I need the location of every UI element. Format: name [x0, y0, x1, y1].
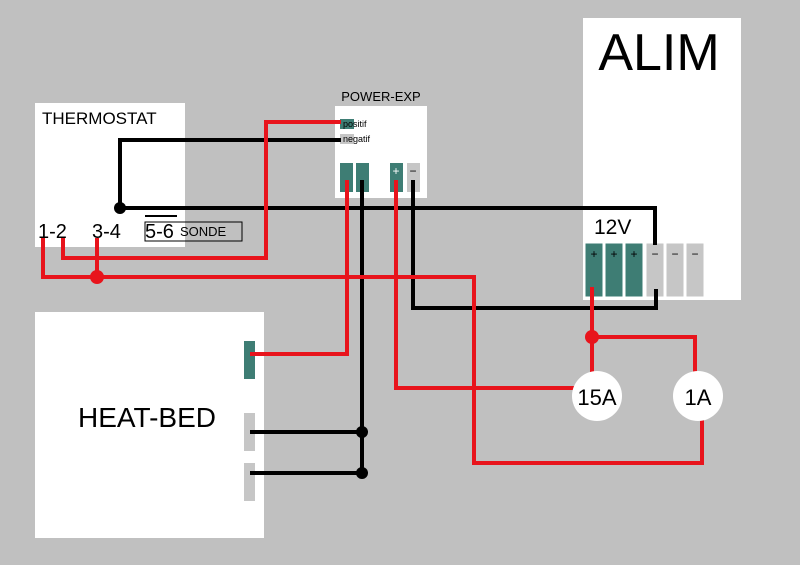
- black-wire-3-4-to-alim-minus: [120, 206, 657, 245]
- fuse-15a-label: 15A: [577, 385, 616, 410]
- red-wire-positif-to-1-2: [61, 120, 341, 260]
- alim-plus-sign-1: +: [590, 247, 597, 261]
- alim-minus-terminal-3: [685, 242, 705, 298]
- alim-plus-sign-2: +: [610, 247, 617, 261]
- alim-title: ALIM: [598, 24, 719, 82]
- power-exp-minus-sign: −: [409, 164, 416, 178]
- junction-alim-red: [585, 330, 599, 344]
- red-wire-powerexp-plus-to-15a: [394, 180, 575, 390]
- power-exp-minus-terminal: [407, 163, 420, 192]
- alim-minus-sign-1: −: [651, 247, 658, 261]
- thermostat-terminal-1-2: 1-2: [38, 221, 67, 243]
- power-exp-in-terminal-1: [340, 163, 353, 192]
- red-wire-1-2-to-1a-fuse: [41, 238, 704, 465]
- alim-plus-terminal-2: [604, 242, 624, 298]
- heat-bed-panel: [35, 312, 264, 538]
- red-wire-junction-to-1a: [592, 335, 697, 380]
- heat-bed-ground-terminal-1: [244, 413, 255, 451]
- thermostat-title: THERMOSTAT: [42, 109, 157, 128]
- thermostat-panel: [35, 103, 185, 247]
- red-wire-powerexp-to-heatbed: [250, 180, 349, 356]
- power-exp-positif-label: positif: [343, 119, 367, 129]
- alim-plus-terminal-3: [624, 242, 644, 298]
- power-exp-negatif-label: negatif: [343, 134, 371, 144]
- power-exp-positif-terminal: [340, 119, 354, 129]
- fuse-1a-circle: [673, 371, 723, 421]
- alim-minus-sign-3: −: [691, 247, 698, 261]
- power-exp-title: POWER-EXP: [341, 89, 420, 104]
- power-exp-negatif-terminal: [340, 134, 354, 144]
- junction-thermostat-red: [90, 270, 104, 284]
- power-exp-plus-terminal: [390, 163, 403, 192]
- junction-3-4: [114, 202, 126, 214]
- fuse-1a-label: 1A: [685, 385, 712, 410]
- fuse-15a-circle: [572, 371, 622, 421]
- junction-ground-2: [356, 467, 368, 479]
- alim-minus-terminal-2: [665, 242, 685, 298]
- heat-bed-ground-terminal-2: [244, 463, 255, 501]
- thermostat-sonde-box: [144, 221, 243, 242]
- power-exp-plus-sign: +: [392, 164, 399, 178]
- thermostat-sonde-label: SONDE: [180, 224, 227, 239]
- heat-bed-hot-terminal: [244, 341, 255, 379]
- alim-voltage-label: 12V: [594, 216, 631, 239]
- alim-plus-sign-3: +: [630, 247, 637, 261]
- power-exp-in-terminal-2: [356, 163, 369, 192]
- alim-minus-sign-2: −: [671, 247, 678, 261]
- black-wire-powerexp-minus-to-alim-minus: [411, 180, 658, 310]
- thermostat-terminal-5-6: 5-6: [145, 221, 174, 243]
- junction-ground-1: [356, 426, 368, 438]
- thermostat-terminal-3-4: 3-4: [92, 221, 121, 243]
- heat-bed-title: HEAT-BED: [78, 402, 216, 433]
